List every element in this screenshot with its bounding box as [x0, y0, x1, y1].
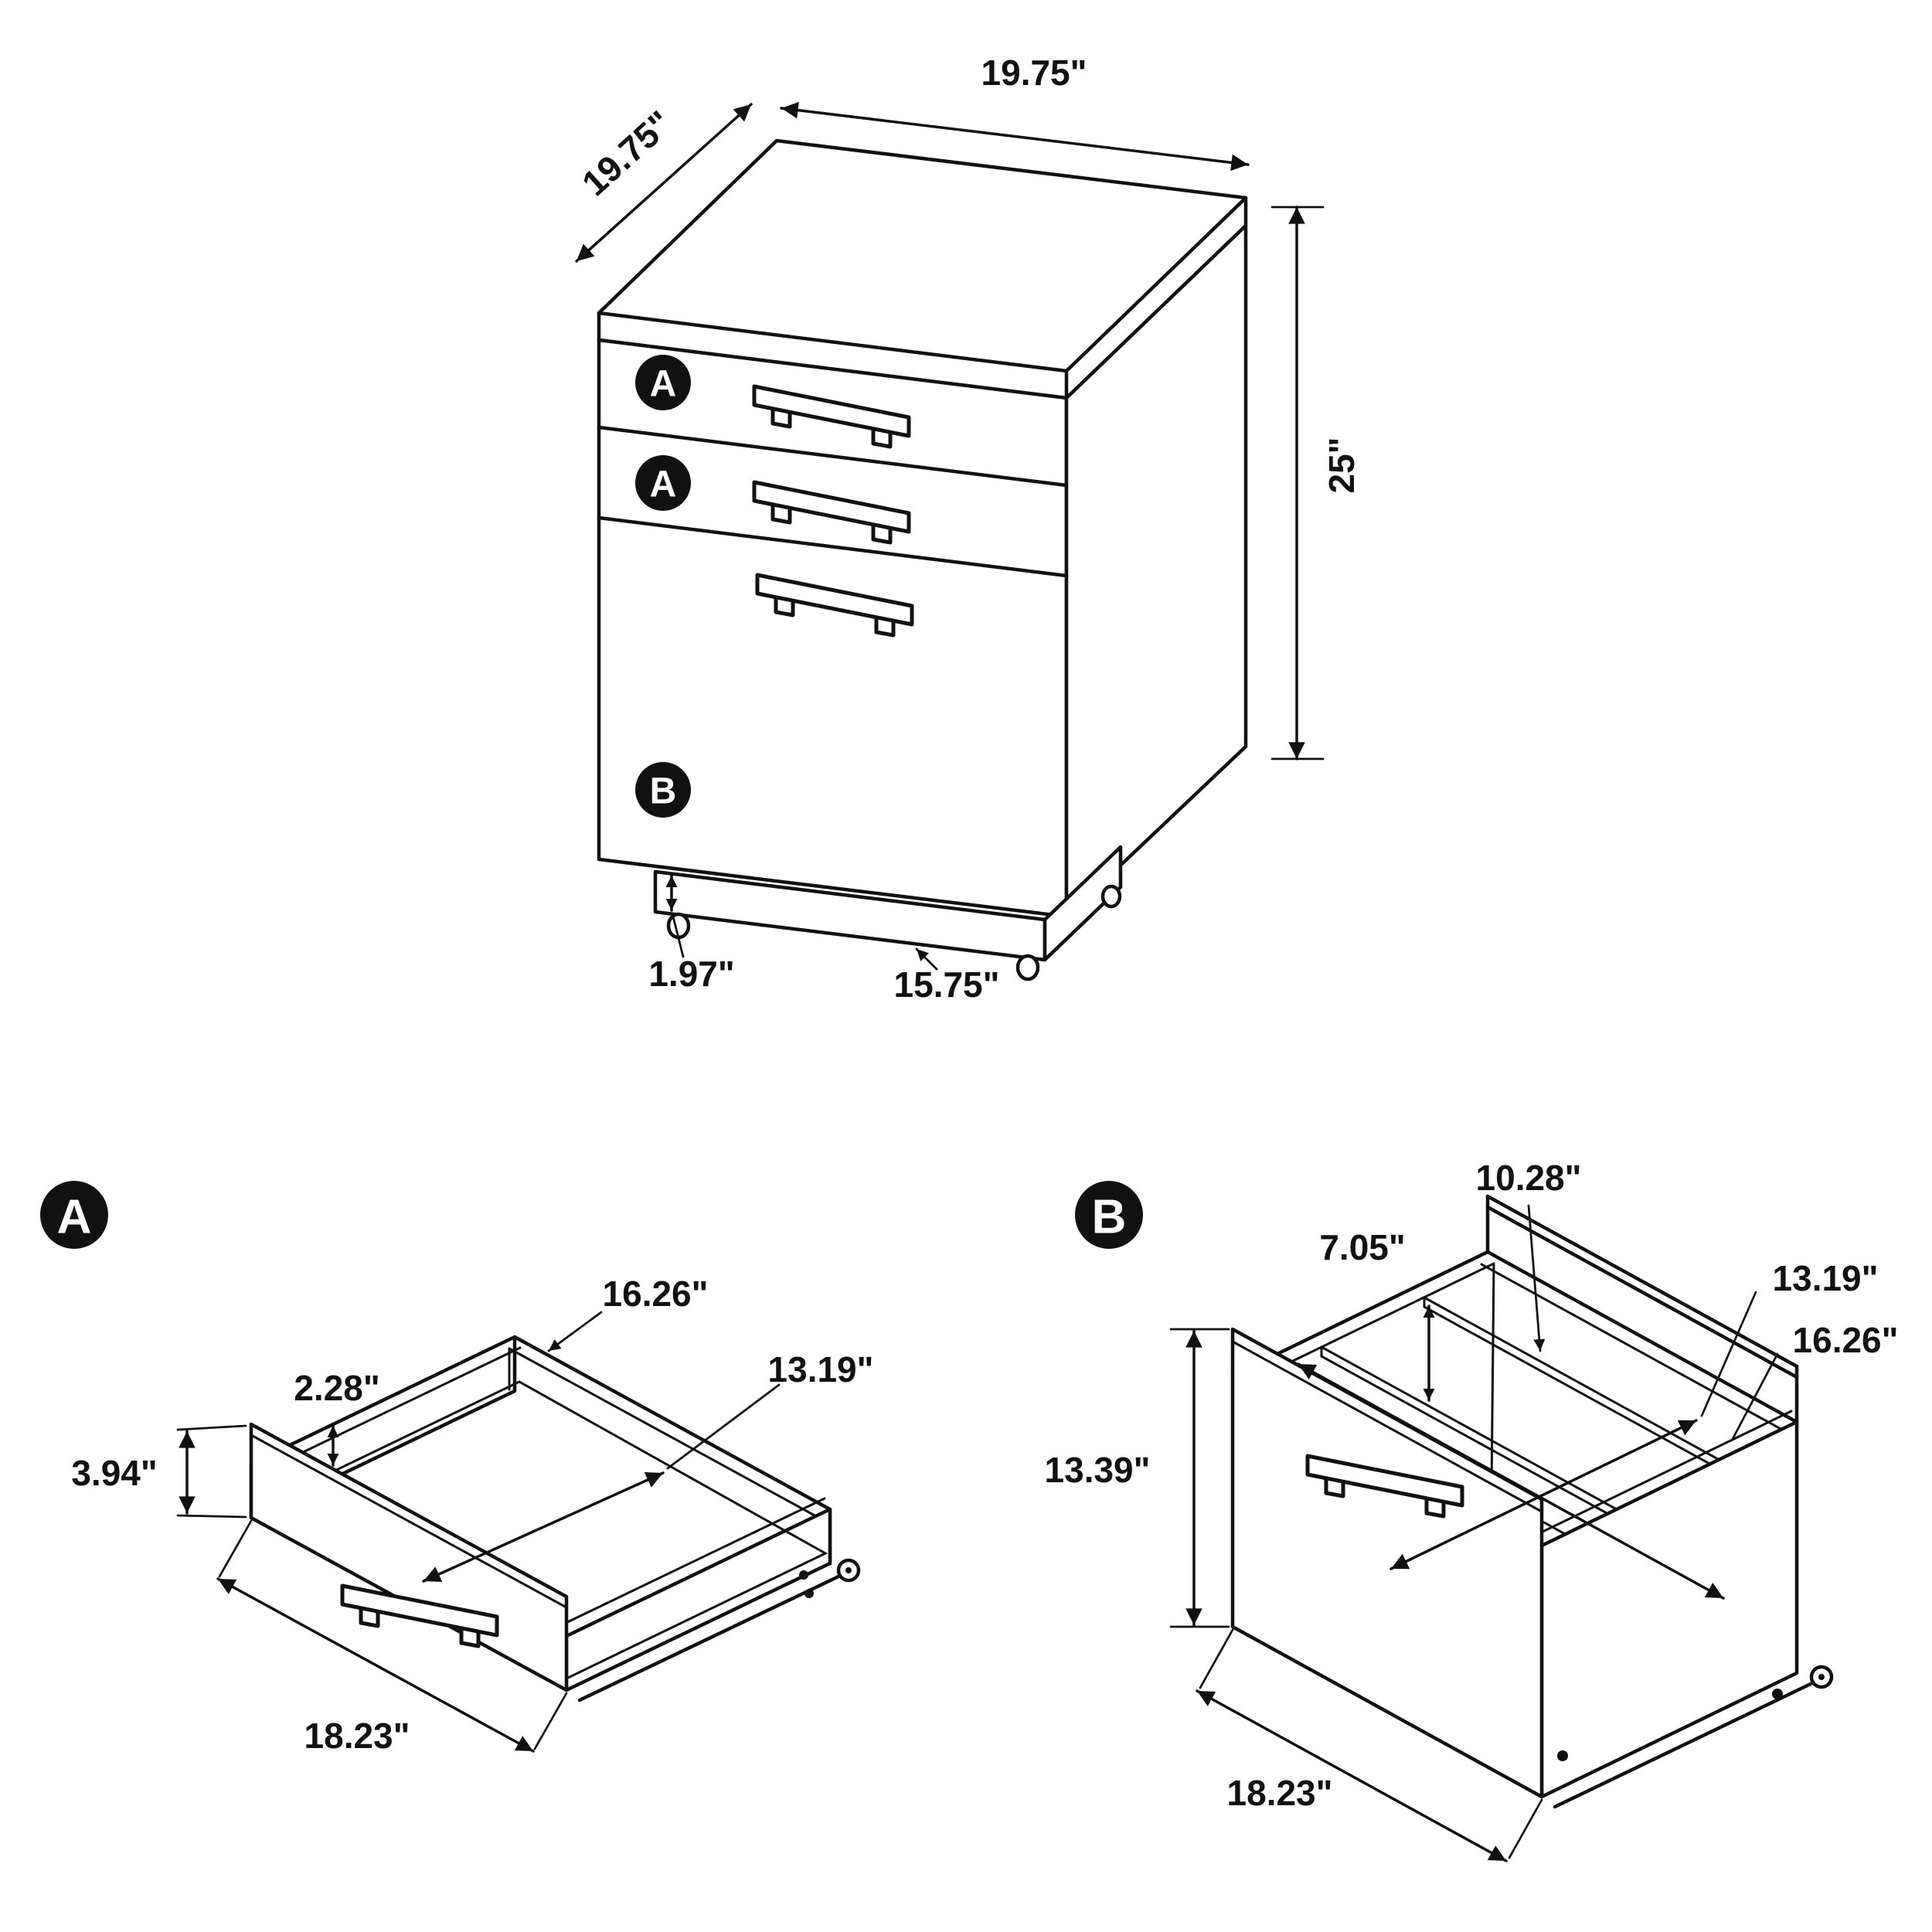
drawer-a-dimensions: 3.94" 2.28" 16.26" 13.19" 18.23" [71, 1274, 873, 1756]
screw-detail [1557, 1750, 1568, 1761]
drawer-a-side-height-dimension: 2.28" [294, 1368, 379, 1408]
drawer-b-rail-depth-dimension: 10.28" [1476, 1158, 1582, 1198]
drawer-b-interior-depth-dimension: 13.19" [1773, 1258, 1879, 1298]
label-badge-b [635, 762, 691, 818]
drawer-a-exterior-width-dimension: 18.23" [304, 1716, 410, 1756]
drawer-b-rail-height-dimension: 7.05" [1319, 1227, 1405, 1267]
section-badge-b [1075, 1181, 1143, 1249]
drawer-b-detail-view: B [1045, 1158, 1899, 1862]
screw-detail [799, 1570, 808, 1580]
cabinet-height-dimension: 25" [1321, 437, 1362, 494]
drawer-a-interior-depth-dimension: 13.19" [768, 1349, 874, 1389]
section-label-b: B [1092, 1191, 1127, 1244]
section-badge-a [40, 1181, 108, 1249]
screw-detail [804, 1589, 814, 1598]
drawer-a-interior-width-dimension: 16.26" [603, 1274, 709, 1314]
drawer-b-label: B [650, 771, 677, 812]
drawer-b-interior-width-dimension: 16.26" [1793, 1320, 1899, 1360]
label-badge-a [635, 355, 691, 410]
drawer-b-dimensions: 10.28" 7.05" 13.19" 16.26" 13.39" 18.23" [1045, 1158, 1899, 1862]
drawer-a-top-label: A [650, 364, 677, 405]
cabinet-outline [597, 138, 1248, 981]
cabinet-isometric-view: A A B 19.75" 19.75" 25" 1.97" 15.75" [574, 53, 1362, 1005]
drawer-a-front-height-dimension: 3.94" [71, 1453, 157, 1493]
screw-detail [1772, 1689, 1783, 1699]
cabinet-width-dimension: 19.75" [981, 53, 1087, 93]
caster-wheel [1100, 884, 1122, 909]
caster-wheel [1015, 954, 1040, 981]
cabinet-base-height-dimension: 1.97" [648, 954, 734, 994]
cabinet-drawer-labels: A A B [635, 355, 691, 818]
section-label-a: A [57, 1191, 92, 1244]
drawer-b-front-height-dimension: 13.39" [1045, 1450, 1151, 1490]
drawer-a-detail-view: A [40, 1181, 873, 1756]
cabinet-base-width-dimension: 15.75" [894, 964, 1000, 1005]
label-badge-a [635, 455, 691, 511]
drawer-b-exterior-width-dimension: 18.23" [1227, 1773, 1333, 1813]
drawer-a-middle-label: A [650, 464, 677, 505]
cabinet-depth-dimension: 19.75" [574, 103, 680, 203]
